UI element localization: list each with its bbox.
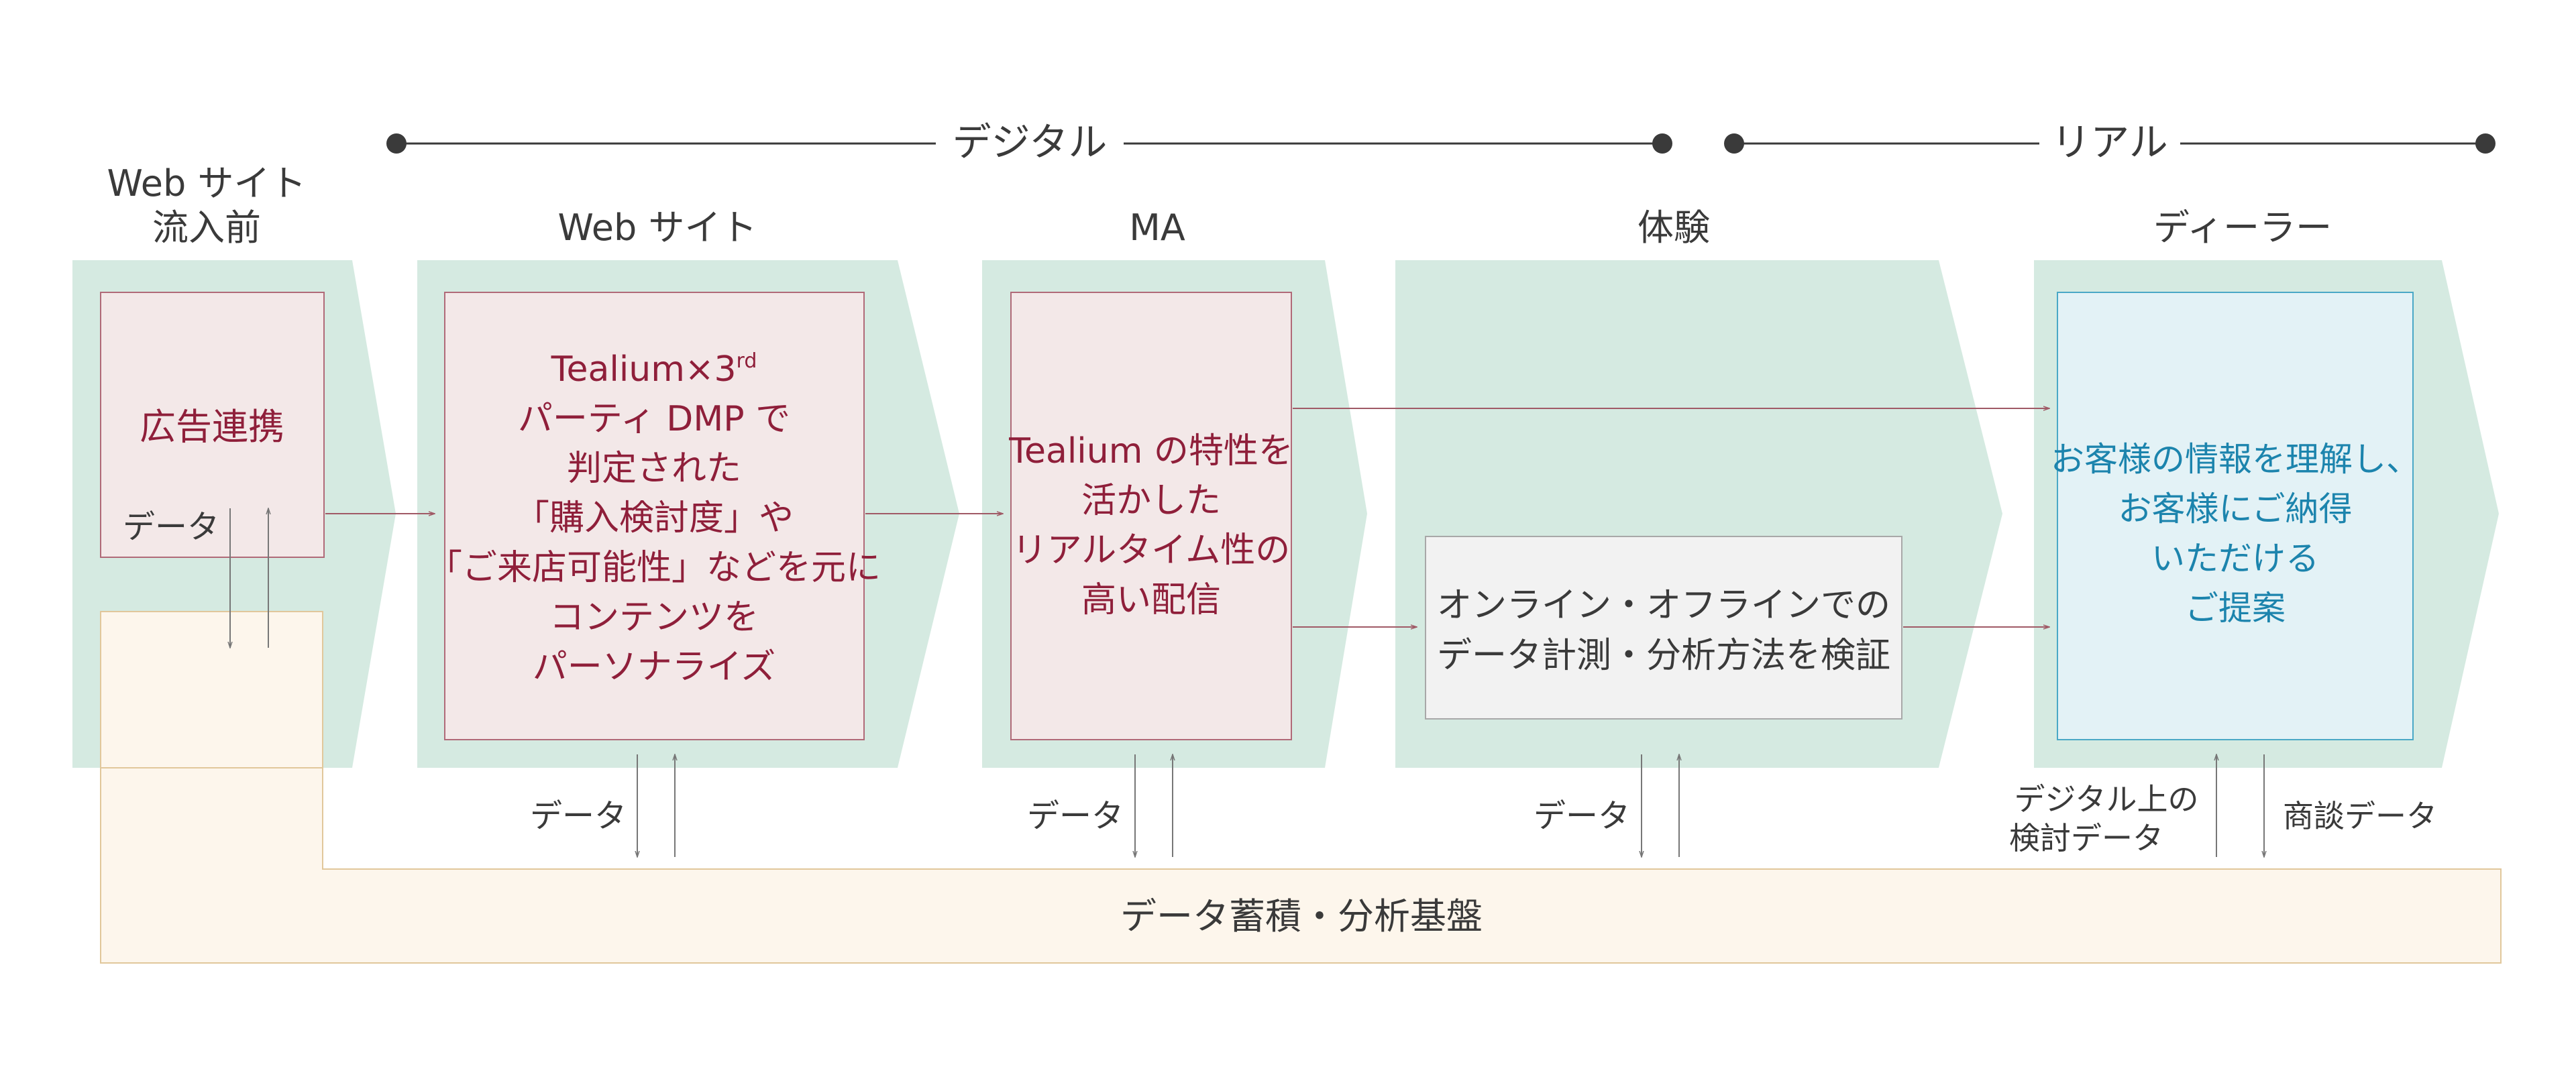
stage-title-pre-line2: 流入前 <box>152 207 261 249</box>
dealer-box-line2: お客様にご納得 <box>2118 490 2353 528</box>
dealer-digital-data-label-line1: デジタル上の <box>2014 781 2198 817</box>
web-box-line2: パーティ DMP で <box>518 399 790 439</box>
dealer-box <box>2057 292 2414 740</box>
experience-box-line1: オンライン・オフラインでの <box>1437 585 1890 626</box>
ma-box-line3: リアルタイム性の <box>1012 530 1290 571</box>
web-box-line1-sup: rd <box>737 349 757 373</box>
dealer-box-line4: ご提案 <box>2185 589 2286 628</box>
stage-title-ma: MA <box>1129 207 1185 249</box>
dealer-box-line3: いただける <box>2151 539 2319 578</box>
data-platform-overlap <box>100 611 323 768</box>
web-box-line5: 「ご来店可能性」などを元に <box>427 548 881 588</box>
ma-data-label: データ <box>1027 797 1124 835</box>
stage-title-dealer: ディーラー <box>2153 207 2332 249</box>
real-label: リアル <box>2051 119 2167 165</box>
ma-box-line1: Tealium の特性を <box>1008 431 1293 471</box>
ad-integration-label: 広告連携 <box>140 406 284 448</box>
dealer-talk-data-label: 商談データ <box>2283 798 2437 834</box>
stage-title-web: Web サイト <box>558 207 757 249</box>
real-timeline: リアル <box>1724 119 2496 165</box>
ad-integration-box <box>100 292 325 558</box>
web-box-line3: 判定された <box>567 449 741 489</box>
experience-data-label: データ <box>1534 797 1630 835</box>
web-box-line1: Tealium×3rd <box>551 349 757 390</box>
web-box-line7: パーソナライズ <box>533 647 775 687</box>
ma-box-line4: 高い配信 <box>1081 580 1221 620</box>
dealer-digital-data-label-line2: 検討データ <box>2009 820 2163 856</box>
stage-title-experience: 体験 <box>1638 207 1710 249</box>
web-personalization-box <box>444 292 865 740</box>
dealer-box-line1: お客様の情報を理解し、 <box>2051 440 2420 479</box>
digital-label: デジタル <box>953 119 1108 165</box>
ma-delivery-box <box>1010 292 1292 740</box>
data-platform-label: データ蓄積・分析基盤 <box>1120 895 1483 937</box>
ma-box-line2: 活かした <box>1081 481 1221 521</box>
ad-data-label: データ <box>123 508 219 546</box>
stage-title-pre-line1: Web サイト <box>107 162 307 205</box>
digital-timeline: デジタル <box>386 119 1672 165</box>
web-box-line6: コンテンツを <box>549 597 759 638</box>
web-box-line1-main: Tealium×3 <box>551 349 737 390</box>
experience-box-line2: データ計測・分析方法を検証 <box>1437 636 1890 676</box>
web-data-label: データ <box>530 797 627 835</box>
experience-box <box>1425 536 1902 720</box>
web-box-line4: 「購入検討度」や <box>515 498 794 538</box>
